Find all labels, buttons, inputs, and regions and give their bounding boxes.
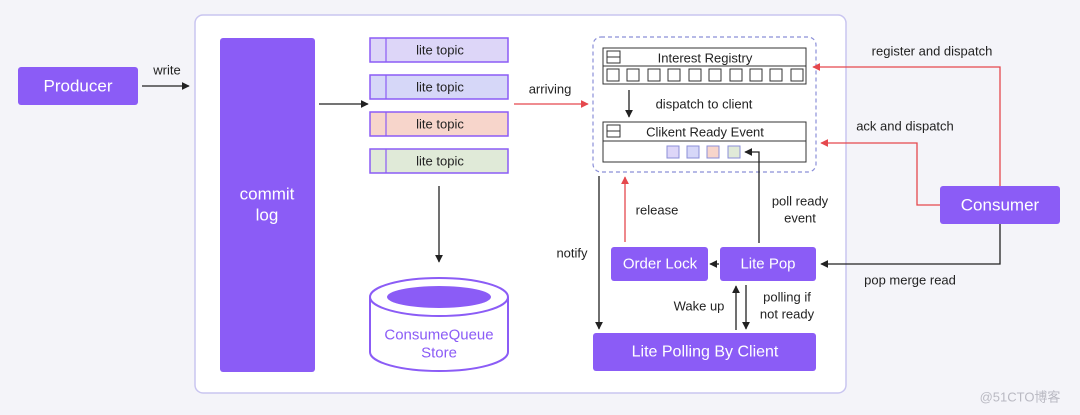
commit-log-label-line-2: log [256,206,279,225]
label-release: release [636,203,679,218]
order-lock-box [611,247,708,281]
label-arriving: arriving [529,82,572,97]
arrow-register-and-dispatch [812,63,1001,186]
table-icon [606,50,621,64]
label-ack-and-dispatch: ack and dispatch [856,119,954,134]
consume-queue-label-line-1: ConsumeQueue [384,327,493,344]
client-ready-event-box [602,121,807,163]
lite-topic-3: lite topic [369,111,509,137]
interest-registry-node: Interest Registry [602,47,807,85]
lite-polling-node: Lite Polling By Client [593,333,816,371]
arrow-pop-merge-read [820,224,1001,268]
lite-topic-label: lite topic [416,154,464,169]
producer-box [18,67,138,105]
label-poll-ready-event-line-2: event [784,211,816,226]
consume-queue-label-line-2: Store [421,345,457,362]
commit-log-box [220,38,315,372]
consume-queue-store-node: ConsumeQueue Store [369,277,509,372]
lite-pop-label: Lite Pop [740,256,795,273]
registry-slot [688,68,702,82]
registry-slot [626,68,640,82]
label-polling-if-not-ready-line-1: polling if [763,290,811,305]
ready-event-slot [706,145,720,159]
label-pop-merge-read: pop merge read [864,273,956,288]
registry-slot [769,68,783,82]
label-write: write [152,63,180,78]
label-wake-up: Wake up [674,299,725,314]
registry-slot [647,68,661,82]
lite-topic-box [369,74,509,100]
client-ready-event-node: Clikent Ready Event [602,121,807,163]
registry-slot [729,68,743,82]
lite-topic-1: lite topic [369,37,509,63]
lite-topic-label: lite topic [416,80,464,95]
label-dispatch-to-client: dispatch to client [656,97,753,112]
order-lock-label: Order Lock [623,256,698,273]
consumer-label: Consumer [961,196,1040,215]
label-poll-ready-event-line-1: poll ready [772,194,829,209]
registry-slot [708,68,722,82]
lite-topic-box [369,37,509,63]
consumer-box [940,186,1060,224]
ready-event-slot [666,145,680,159]
registry-slot [790,68,804,82]
lite-pop-node: Lite Pop [720,247,816,281]
client-ready-event-label: Clikent Ready Event [646,125,764,140]
lite-polling-box [593,333,816,371]
lite-pop-box [720,247,816,281]
consumer-node: Consumer [940,186,1060,224]
lite-topic-4: lite topic [369,148,509,174]
lite-topic-box [369,148,509,174]
watermark: @51CTO博客 [980,390,1061,405]
table-icon [606,124,621,138]
ready-event-slot [686,145,700,159]
arrow-poll-ready-event [744,148,760,243]
cylinder-body [369,297,509,372]
lite-topic-2: lite topic [369,74,509,100]
producer-node: Producer [18,67,138,105]
label-polling-if-not-ready-line-2: not ready [760,307,815,322]
label-register-and-dispatch: register and dispatch [872,44,993,59]
commit-log-label-line-1: commit [240,185,295,204]
order-lock-node: Order Lock [611,247,708,281]
commit-log-node: commit log [220,38,315,372]
lite-polling-label: Lite Polling By Client [632,344,779,361]
cylinder-top-inner [387,286,491,308]
lite-topic-label: lite topic [416,43,464,58]
lite-topic-box [369,111,509,137]
registry-slot [667,68,681,82]
registry-slot [606,68,620,82]
label-notify: notify [556,246,588,261]
interest-registry-label: Interest Registry [658,51,753,66]
arrow-ack-and-dispatch [820,139,940,206]
main-container [194,14,847,394]
ready-event-slot [727,145,741,159]
lite-topic-label: lite topic [416,117,464,132]
producer-label: Producer [44,77,113,96]
registry-slot [749,68,763,82]
